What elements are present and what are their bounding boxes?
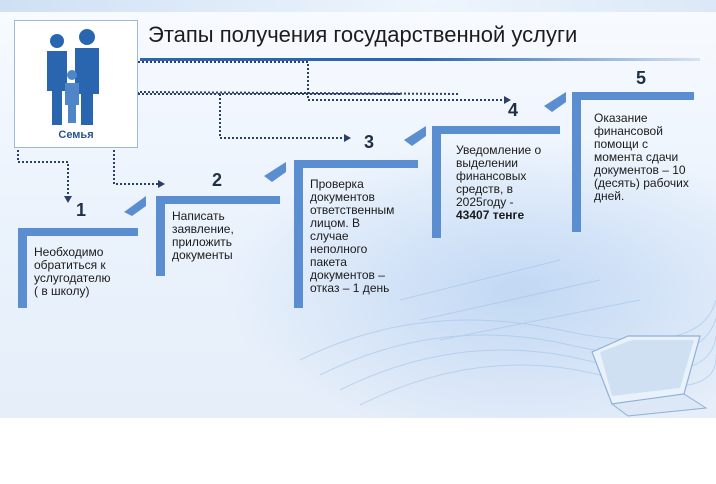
step-3-bracket-horizontal: [294, 160, 418, 168]
step-1-bracket-horizontal: [18, 228, 138, 236]
laptop-illustration-icon: [591, 335, 708, 417]
family-card: Семья: [14, 20, 138, 148]
step-1-number: 1: [76, 200, 87, 220]
step-5-bracket-horizontal: [572, 92, 694, 100]
dashed-connectors: [17, 61, 511, 203]
step-1-text: Необходимо обратиться к услугодателю ( в…: [34, 245, 111, 298]
step-4-number: 4: [508, 100, 519, 120]
step-2-bracket-vertical: [156, 196, 165, 276]
step-2-number: 2: [212, 170, 223, 190]
step-brackets: [18, 92, 694, 308]
step-2-text: Написать заявление, приложить документы: [172, 209, 234, 262]
title-underline: [140, 58, 700, 61]
step-3-bracket-vertical: [294, 160, 303, 308]
step-5-text: Оказание финансовой помощи с момента сда…: [594, 111, 689, 203]
step-3-text: Проверка документов ответственным лицом.…: [310, 177, 395, 295]
step-4-amount: 43407 тенге: [456, 208, 525, 222]
step-4-bracket-tip: [544, 92, 566, 112]
step-4-text: Уведомление о выделении финансовых средс…: [456, 144, 541, 222]
step-2-bracket-tip: [264, 162, 286, 182]
step-4-bracket-horizontal: [432, 126, 560, 134]
page-title: Этапы получения государственной услуги: [148, 22, 578, 47]
family-label: Семья: [58, 129, 94, 141]
step-1-bracket-tip: [124, 196, 146, 216]
family-figures-icon: [47, 29, 99, 125]
slide: Этапы получения государственной услуги С…: [0, 0, 716, 418]
step-4-bracket-vertical: [432, 126, 441, 238]
step-5-number: 5: [636, 68, 647, 88]
step-3-number: 3: [364, 132, 375, 152]
step-1-bracket-vertical: [18, 228, 27, 308]
step-2-bracket-horizontal: [156, 196, 280, 204]
top-band: [0, 0, 716, 12]
step-5-bracket-vertical: [572, 92, 581, 232]
decor-laptop-icon: [299, 259, 716, 417]
step-3-bracket-tip: [404, 126, 426, 146]
step-4-body: Уведомление о выделении финансовых средс…: [456, 143, 542, 209]
